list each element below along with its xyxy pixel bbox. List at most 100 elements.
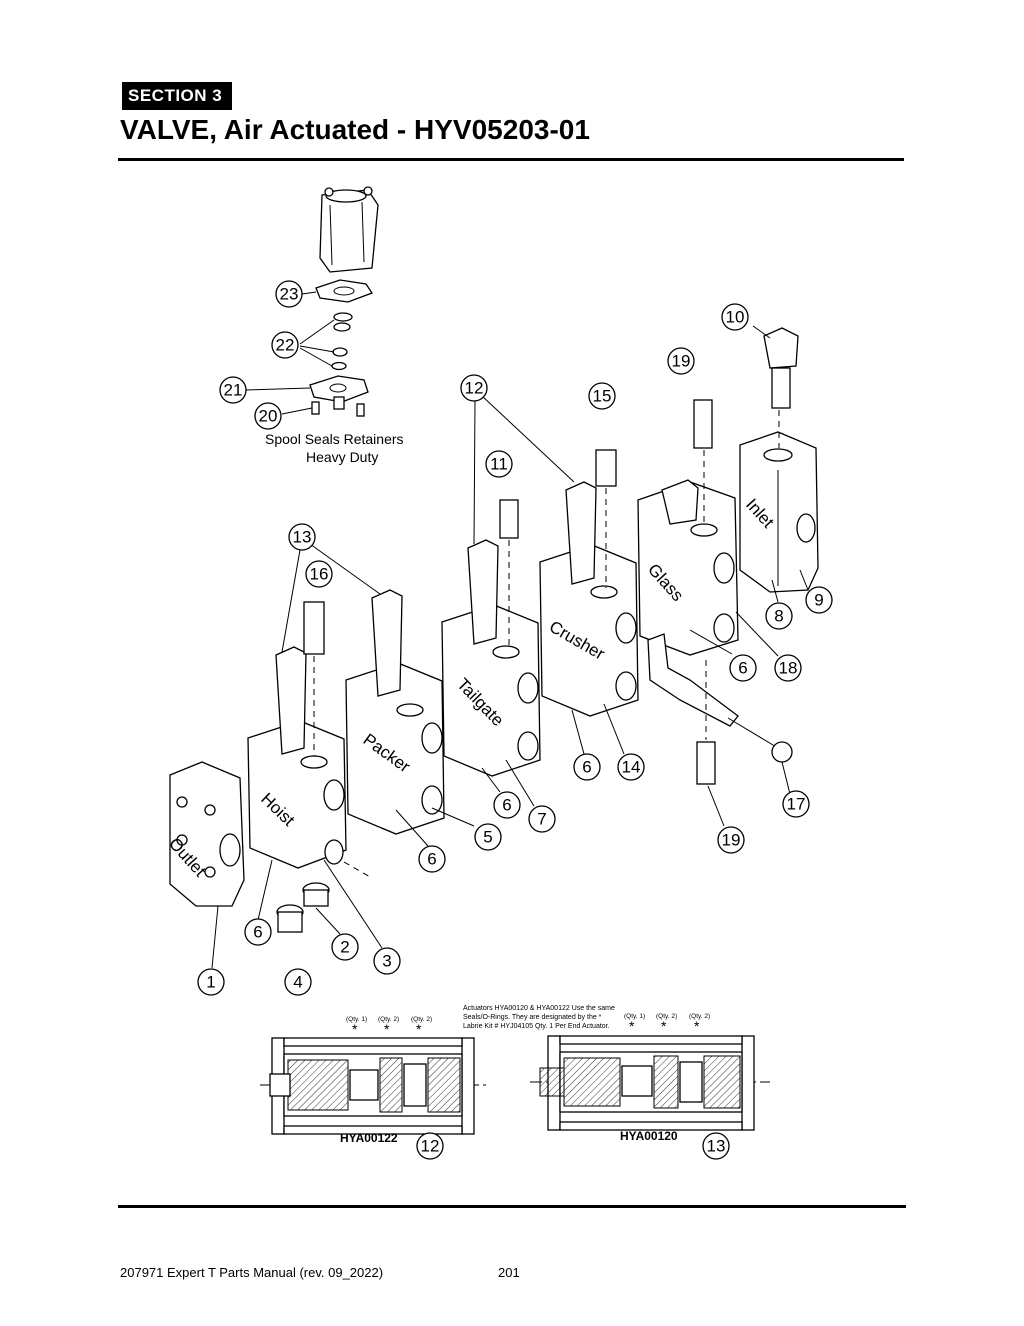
svg-text:3: 3 [382,952,391,971]
svg-text:5: 5 [483,828,492,847]
svg-text:(Qty. 2): (Qty. 2) [411,1016,432,1023]
svg-text:*: * [384,1021,390,1037]
svg-text:15: 15 [593,387,612,406]
callout-10: 10 [721,303,749,331]
callout-2: 2 [331,933,359,961]
glass-section [637,479,739,656]
svg-text:6: 6 [582,758,591,777]
svg-text:(Qty. 2): (Qty. 2) [656,1013,677,1020]
svg-text:21: 21 [224,381,243,400]
callout-19b: 19 [717,826,745,854]
o-rings [331,312,353,371]
svg-text:19: 19 [672,352,691,371]
footer-page-number: 201 [498,1265,520,1280]
callout-13b: 13 [702,1132,730,1160]
callout-17: 17 [782,790,810,818]
callout-9: 9 [805,586,833,614]
callout-12a: 12 [460,374,488,402]
actuator-cylinders [275,481,597,755]
callout-6c: 6 [493,791,521,819]
callout-22: 22 [271,331,299,359]
crusher-section [539,544,639,717]
callout-18: 18 [774,654,802,682]
callout-6b: 6 [573,753,601,781]
callout-12b: 12 [416,1132,444,1160]
tailgate-section [441,604,541,777]
svg-text:12: 12 [421,1137,440,1156]
svg-text:(Qty. 2): (Qty. 2) [689,1013,710,1020]
top-rule [118,158,904,161]
actuator-right-model: HYA00120 [620,1129,678,1143]
end-cap-cylinder [319,186,379,273]
callout-1: 1 [197,968,225,996]
svg-text:2: 2 [340,938,349,957]
section-badge: SECTION 3 [122,82,233,110]
svg-text:(Qty. 1): (Qty. 1) [346,1016,367,1023]
lever-handle [647,633,793,763]
svg-text:*: * [352,1021,358,1037]
actuator-hya00120-section: (Qty. 1) (Qty. 2) (Qty. 2) * * * HYA0012… [530,1013,770,1143]
callout-3: 3 [373,947,401,975]
callout-13a: 13 [288,523,316,551]
svg-text:12: 12 [465,379,484,398]
bottom-rule [118,1205,906,1208]
svg-text:11: 11 [490,455,508,474]
svg-text:*: * [416,1021,422,1037]
spool-note-line1: Spool Seals Retainers [265,431,404,447]
spool-note-line2: Heavy Duty [306,449,378,465]
svg-text:8: 8 [774,607,783,626]
callout-5: 5 [474,823,502,851]
callout-15: 15 [588,382,616,410]
svg-text:*: * [629,1018,635,1034]
callout-4: 4 [284,968,312,996]
callout-6d: 6 [418,845,446,873]
callout-8: 8 [765,602,793,630]
callout-14: 14 [617,753,645,781]
svg-text:6: 6 [502,796,511,815]
callout-11: 11 [485,450,513,478]
svg-text:7: 7 [537,810,546,829]
actuator-note-line1: Actuators HYA00120 & HYA00122 Use the sa… [463,1005,615,1012]
callout-19a: 19 [667,347,695,375]
callout-23: 23 [275,280,303,308]
cartridges [303,327,799,785]
callout-6a: 6 [729,654,757,682]
page-title: VALVE, Air Actuated - HYV05203-01 [120,114,590,145]
svg-text:1: 1 [206,973,215,992]
callout-21: 21 [219,376,247,404]
callout-6e: 6 [244,918,272,946]
svg-text:19: 19 [722,831,741,850]
leader-lines [211,291,809,969]
callout-7: 7 [528,805,556,833]
footer-manual-title: 207971 Expert T Parts Manual (rev. 09_20… [120,1265,384,1280]
svg-text:23: 23 [280,285,299,304]
svg-text:*: * [661,1018,667,1034]
svg-text:16: 16 [310,565,329,584]
svg-text:*: * [694,1018,700,1034]
svg-text:14: 14 [622,758,641,777]
svg-text:22: 22 [276,336,295,355]
assembly-centerlines [313,410,780,879]
callout-16: 16 [305,560,333,588]
outlet-section [169,761,245,907]
inlet-section [739,431,819,593]
svg-text:6: 6 [427,850,436,869]
gasket-plate [315,279,373,303]
svg-text:13: 13 [293,528,312,547]
svg-text:6: 6 [738,659,747,678]
svg-text:10: 10 [726,308,745,327]
spool-seal-retainer [309,375,369,410]
svg-text:9: 9 [814,591,823,610]
svg-text:17: 17 [787,795,806,814]
svg-text:13: 13 [707,1137,726,1156]
svg-text:6: 6 [253,923,262,942]
svg-text:(Qty. 2): (Qty. 2) [378,1016,399,1023]
svg-text:4: 4 [293,973,302,992]
svg-text:18: 18 [779,659,798,678]
actuator-hya00122-section: (Qty. 1) (Qty. 2) (Qty. 2) * * * HYA0012… [260,1016,490,1145]
actuator-note-line3: Labrie Kit # HYJ04105 Qty. 1 Per End Act… [463,1023,610,1030]
svg-text:20: 20 [259,407,278,426]
plugs [276,882,330,933]
svg-text:(Qty. 1): (Qty. 1) [624,1013,645,1020]
actuator-left-model: HYA00122 [340,1131,398,1145]
